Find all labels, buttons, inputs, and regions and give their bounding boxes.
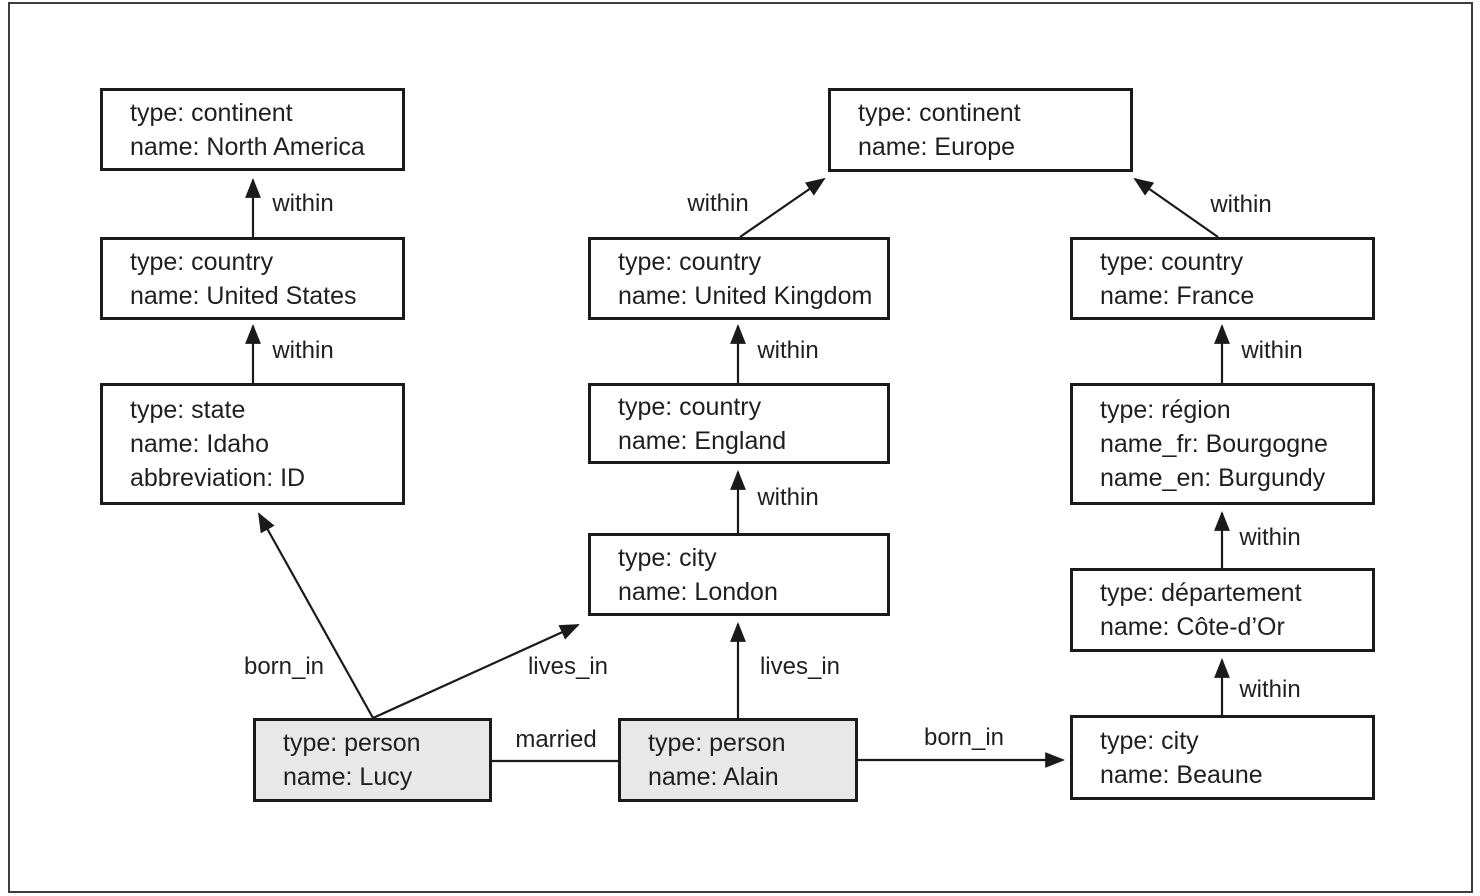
node-property: name: Europe bbox=[858, 133, 1016, 161]
node-property: type: département bbox=[1100, 579, 1302, 607]
node-property: name: Côte-d’Or bbox=[1100, 613, 1285, 641]
edge-label-within-london-england: within bbox=[757, 484, 819, 511]
node-property: name: England bbox=[618, 426, 787, 455]
edge-label-within-france-europe: within bbox=[1210, 191, 1272, 218]
edge-label-alain-born-in: born_in bbox=[923, 724, 1005, 751]
node-property: name: United Kingdom bbox=[618, 281, 873, 310]
node-property: name: United States bbox=[130, 281, 357, 310]
node-lucy: type: person name: Lucy bbox=[253, 718, 492, 802]
edge-label-within-uk-europe: within bbox=[687, 190, 749, 217]
node-property: name_fr: Bourgogne bbox=[1100, 430, 1328, 458]
node-property: type: country bbox=[1100, 247, 1244, 276]
node-property: type: person bbox=[648, 729, 786, 757]
node-property: abbreviation: ID bbox=[130, 464, 306, 492]
node-property: type: région bbox=[1100, 396, 1231, 424]
edge-label-within-bourgogne-france: within bbox=[1241, 337, 1303, 364]
edge-label-within-cotedor-bourgogne: within bbox=[1239, 524, 1301, 551]
edge-label-lucy-born-in: born_in bbox=[243, 653, 325, 680]
node-property: name_en: Burgundy bbox=[1100, 464, 1326, 492]
node-property: type: city bbox=[618, 543, 717, 572]
node-property: type: person bbox=[283, 729, 421, 757]
node-north-america: type: continent name: North America bbox=[100, 88, 405, 171]
node-property: name: France bbox=[1100, 281, 1255, 310]
node-united-states: type: country name: United States bbox=[100, 237, 405, 320]
edge-label-within-england-uk: within bbox=[757, 337, 819, 364]
node-property: type: state bbox=[130, 396, 246, 424]
edge-label-within-beaune-cotedor: within bbox=[1239, 676, 1301, 703]
node-property: type: city bbox=[1100, 726, 1199, 755]
node-france: type: country name: France bbox=[1070, 237, 1375, 320]
node-property: name: North America bbox=[130, 132, 365, 161]
edge-lucy-lives-in bbox=[372, 623, 580, 720]
node-idaho: type: state name: Idaho abbreviation: ID bbox=[100, 383, 405, 505]
node-london: type: city name: London bbox=[588, 533, 890, 616]
node-bourgogne: type: région name_fr: Bourgogne name_en:… bbox=[1070, 383, 1375, 505]
edge-label-within-us-na: within bbox=[272, 190, 334, 217]
edge-france-within-europe bbox=[1133, 177, 1219, 238]
node-property: name: Alain bbox=[648, 763, 779, 791]
node-beaune: type: city name: Beaune bbox=[1070, 715, 1375, 800]
edge-lucy-born-in bbox=[258, 512, 374, 719]
node-property: name: London bbox=[618, 577, 778, 606]
edge-label-within-idaho-us: within bbox=[272, 337, 334, 364]
node-alain: type: person name: Alain bbox=[618, 718, 858, 802]
edge-label-married: married bbox=[515, 726, 597, 753]
node-property: type: continent bbox=[858, 99, 1021, 127]
node-england: type: country name: England bbox=[588, 383, 890, 464]
node-property: name: Idaho bbox=[130, 430, 269, 458]
edge-uk-within-europe bbox=[739, 177, 826, 238]
node-property: name: Lucy bbox=[283, 763, 413, 791]
node-cote-dor: type: département name: Côte-d’Or bbox=[1070, 568, 1375, 652]
edge-label-lucy-lives-in: lives_in bbox=[527, 653, 609, 680]
node-property: type: country bbox=[130, 247, 274, 276]
node-property: type: continent bbox=[130, 98, 293, 127]
node-property: type: country bbox=[618, 392, 762, 421]
node-property: name: Beaune bbox=[1100, 760, 1263, 789]
node-united-kingdom: type: country name: United Kingdom bbox=[588, 237, 890, 320]
node-europe: type: continent name: Europe bbox=[828, 88, 1133, 172]
node-property: type: country bbox=[618, 247, 762, 276]
edge-label-alain-lives-in: lives_in bbox=[759, 653, 841, 680]
